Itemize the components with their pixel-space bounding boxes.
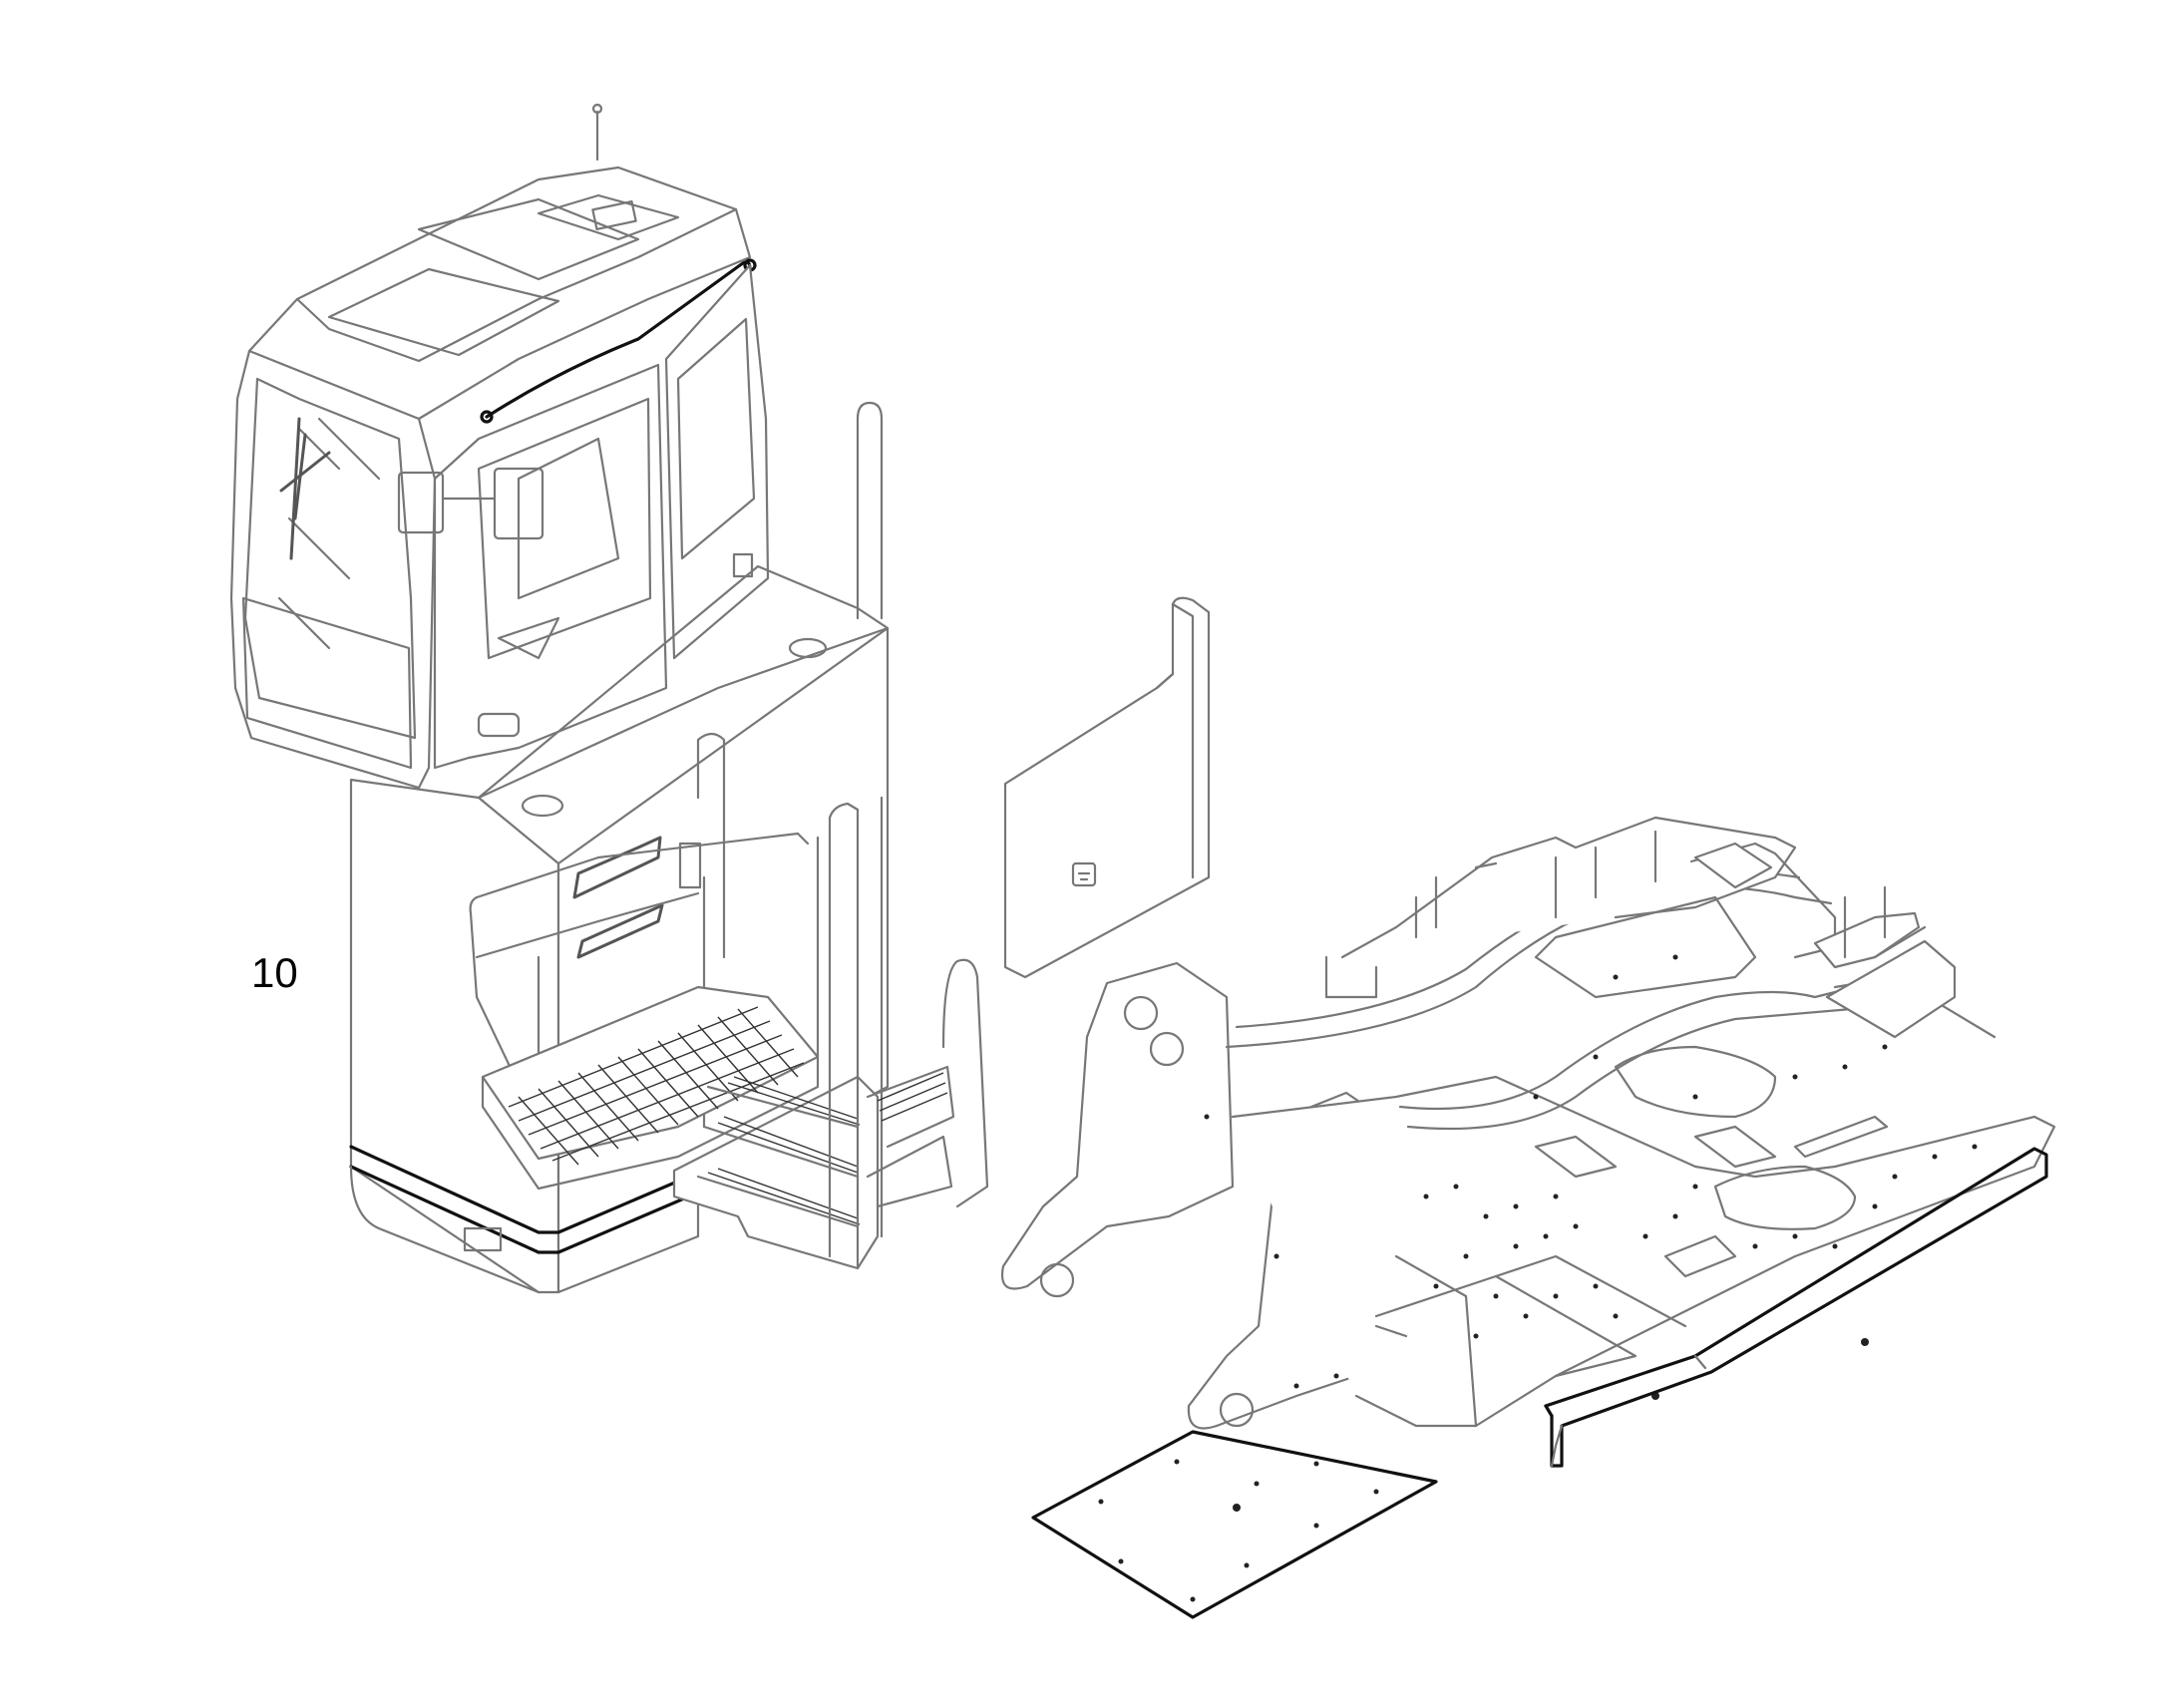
- callout-label: 10: [251, 949, 298, 996]
- side-rail-strip: [1544, 1147, 2048, 1468]
- cab-assembly: [229, 103, 770, 790]
- bottom-cover-plate: [1031, 1430, 1438, 1619]
- platform-grating: [508, 1006, 805, 1166]
- upper-frame: [1000, 816, 2056, 1430]
- step-ladder: [672, 796, 989, 1270]
- side-cover-panel: [1003, 596, 1211, 979]
